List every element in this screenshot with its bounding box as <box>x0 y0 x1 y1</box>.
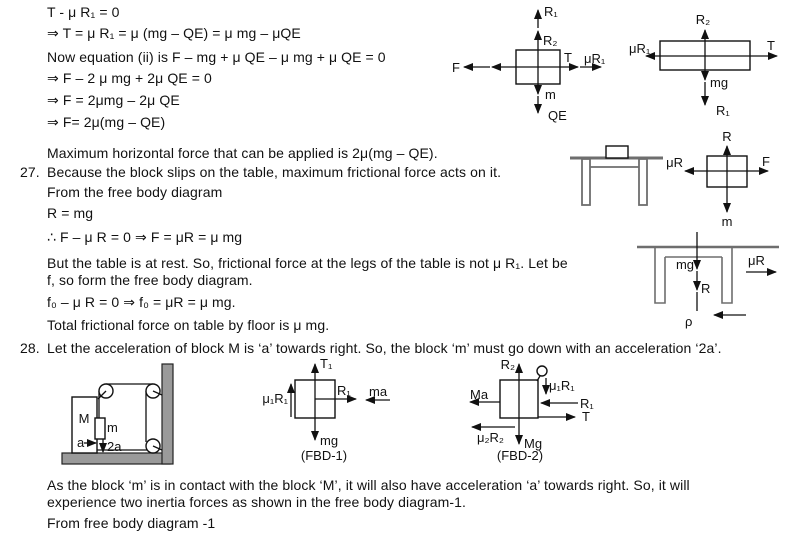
solution-line: Total frictional force on table by floor… <box>47 317 330 333</box>
equation-line: ⇒ F – 2 μ mg + 2μ QE = 0 <box>47 70 212 86</box>
label-mur: μR <box>666 155 683 170</box>
solution-line: experience two inertia forces as shown i… <box>47 494 467 510</box>
diagram-fbd2: R₂ μ₁R₁ Ma R₁ T μ₂R₂ Mg (FBD-2) <box>469 357 594 463</box>
label-mu2r2: μ₂R₂ <box>477 430 504 445</box>
diagram-fbd1: T₁ μ₁R₁ R₁ ma mg (FBD-1) <box>262 356 390 463</box>
label-r2: R₂ <box>501 357 515 372</box>
label-mur: μR <box>748 253 765 268</box>
label-Mg: Mg <box>524 436 542 451</box>
caption-fbd2: (FBD-2) <box>497 448 543 463</box>
label-rho: ρ <box>685 314 692 329</box>
label-ma: ma <box>369 384 388 399</box>
label-r: R <box>701 281 710 296</box>
pulley-icon <box>536 365 548 377</box>
label-r1: R₁ <box>580 396 594 411</box>
table-leg-right <box>721 248 733 304</box>
label-r: R <box>722 129 731 144</box>
equation-line: ⇒ F = 2μmg – 2μ QE <box>47 92 180 108</box>
label-r2: R₂ <box>543 33 557 48</box>
label-r1: R₁ <box>716 103 730 118</box>
label-mg: mg <box>320 433 338 448</box>
table-leg-left <box>581 158 591 206</box>
label-t: T <box>582 409 590 424</box>
block-on-table <box>605 145 629 159</box>
label-t: T <box>767 38 775 53</box>
equation-line: T - μ R₁ = 0 <box>47 4 120 20</box>
label-m: m <box>722 214 733 229</box>
solution-line: From the free body diagram <box>47 184 223 200</box>
label-r1: R₁ <box>337 383 351 398</box>
wall <box>161 363 174 465</box>
caption-fbd1: (FBD-1) <box>301 448 347 463</box>
floor <box>61 452 171 465</box>
label-f: F <box>762 154 770 169</box>
equation-line: f₀ – μ R = 0 ⇒ f₀ = μR = μ mg. <box>47 294 236 310</box>
solution-line: From free body diagram -1 <box>47 515 216 531</box>
block-m <box>94 417 106 440</box>
label-r1: R₁ <box>544 4 558 19</box>
label-mur1: μR₁ <box>629 41 651 56</box>
problem-number-28: 28. <box>20 340 40 356</box>
equation-line: ⇒ F= 2μ(mg – QE) <box>47 114 166 130</box>
label-r2: R₂ <box>696 12 710 27</box>
diagram-table-floor-fbd: mg R μR ρ <box>637 232 779 329</box>
label-m: m <box>107 420 118 435</box>
label-qe: QE <box>548 108 567 123</box>
equation-line: Now equation (ii) is F – mg + μ QE – μ m… <box>47 49 386 65</box>
label-mg: mg <box>710 75 728 90</box>
solution-line: Let the acceleration of block M is ‘a’ t… <box>47 340 722 356</box>
diagram-fbd-block-27: R μR F m <box>666 129 770 229</box>
problem-number-27: 27. <box>20 164 40 180</box>
label-2a: 2a <box>107 439 122 454</box>
label-t: T <box>564 50 572 65</box>
pulley-hook <box>152 390 163 396</box>
equation-line: ⇒ T = μ R₁ = μ (mg – QE) = μ mg – μQE <box>47 25 301 41</box>
diagram-table-sketch <box>570 145 663 206</box>
pulley-hook <box>97 390 107 400</box>
diagram-pulley-system: M m a 2a <box>61 363 174 465</box>
label-t1: T₁ <box>320 356 333 371</box>
solution-line: f, so form the free body diagram. <box>47 272 253 288</box>
pulley-hook <box>152 445 163 451</box>
pulley-hook <box>536 375 541 382</box>
equation-line: ∴ F – μ R = 0 ⇒ F = μR = μ mg <box>47 229 243 245</box>
label-m: m <box>545 87 556 102</box>
label-mu1r1: μ₁R₁ <box>262 391 288 406</box>
solution-line: But the table is at rest. So, frictional… <box>47 255 568 271</box>
solution-line: Because the block slips on the table, ma… <box>47 164 502 180</box>
label-Ma: Ma <box>470 387 489 402</box>
label-a: a <box>77 435 85 450</box>
diagram-fbd-slab: R₂ μR₁ T mg R₁ <box>629 12 778 118</box>
diagram-fbd-block-26: R₁ R₂ F T μR₁ m QE <box>452 4 606 123</box>
label-mg: mg <box>676 257 694 272</box>
table-leg-right <box>638 158 648 206</box>
conclusion-line: Maximum horizontal force that can be app… <box>47 145 438 161</box>
label-M: M <box>79 411 90 426</box>
table-leg-left <box>654 248 666 304</box>
label-mur1: μR₁ <box>584 51 606 66</box>
solution-line: As the block ‘m’ is in contact with the … <box>47 477 690 493</box>
label-mu1r1: μ₁R₁ <box>549 378 575 393</box>
equation-line: R = mg <box>47 205 94 221</box>
label-f: F <box>452 60 460 75</box>
